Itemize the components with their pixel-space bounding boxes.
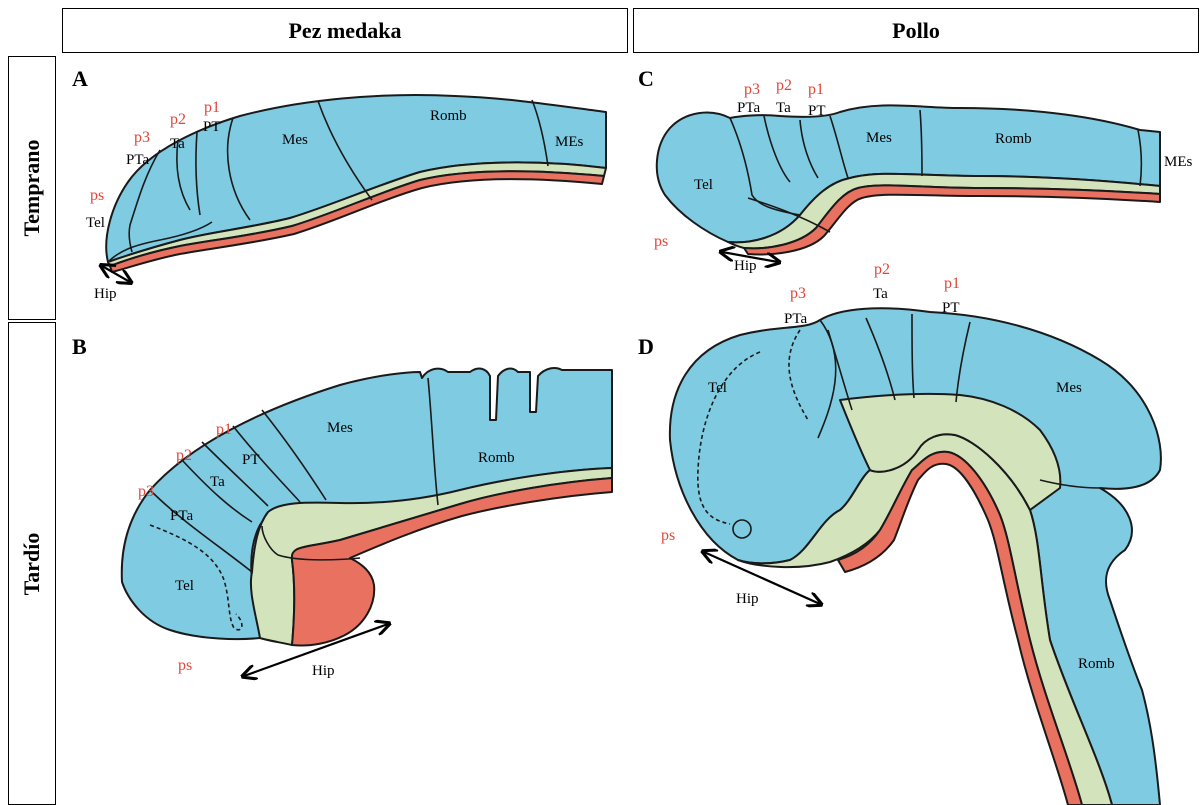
panel-a-label-pta: PTa <box>126 152 149 168</box>
panel-b-label-ta: Ta <box>210 474 225 490</box>
panel-c-label-hip: Hip <box>734 258 757 274</box>
panel-c-label-pt: PT <box>808 103 826 119</box>
panel-a-label-romb: Romb <box>430 108 467 124</box>
panel-a-label-hip: Hip <box>94 286 117 302</box>
panel-b-label-p3: p3 <box>138 483 154 500</box>
panel-a-label-ta: Ta <box>170 136 185 152</box>
panel-b-label-pta: PTa <box>170 508 193 524</box>
panel-b-label-pt: PT <box>242 452 260 468</box>
panel-b-label-mes: Mes <box>327 420 353 436</box>
panel-b-label-ps: ps <box>178 657 192 674</box>
panel-c-label-mes2: MEs <box>1164 154 1193 170</box>
panel-d-label-romb: Romb <box>1078 656 1115 672</box>
panel-c-label-pta: PTa <box>737 100 760 116</box>
panel-d-label-mes: Mes <box>1056 380 1082 396</box>
panel-c-label-p3: p3 <box>744 81 760 98</box>
panel-d-label-tel: Tel <box>708 380 727 396</box>
panel-d-label-pta: PTa <box>784 311 807 327</box>
panel-d-label-hip: Hip <box>736 591 759 607</box>
panel-d-label-p3: p3 <box>790 285 806 302</box>
panel-a-embryo: Mes Romb MEs Tel PTa Ta PT ps p3 p2 p1 H… <box>86 95 606 302</box>
panel-a-label-p2: p2 <box>170 111 186 128</box>
panel-d-label-p1: p1 <box>944 275 960 292</box>
panel-d-neural-tube <box>670 308 1161 805</box>
panel-a-label-mes: Mes <box>282 132 308 148</box>
panel-c-label-ps: ps <box>654 233 668 250</box>
panel-c-embryo: Mes Romb MEs Tel PTa Ta PT ps p3 p2 p1 H… <box>654 77 1193 274</box>
panel-d-label-ps: ps <box>661 527 675 544</box>
panel-c-label-tel: Tel <box>694 177 713 193</box>
panel-d-label-ta: Ta <box>873 286 888 302</box>
panel-b-label-p1: p1 <box>216 421 232 438</box>
panel-d-embryo: Mes Romb Tel PTa Ta PT ps p3 p2 p1 Hip <box>661 261 1161 805</box>
panel-b-label-hip: Hip <box>312 663 335 679</box>
panel-c-label-p1: p1 <box>808 81 824 98</box>
panel-b-embryo: Mes Romb Tel PTa Ta PT ps p3 p2 p1 Hip <box>122 368 612 679</box>
panel-b-label-tel: Tel <box>175 578 194 594</box>
panel-a-label-pt: PT <box>203 119 221 135</box>
panel-c-label-ta: Ta <box>776 100 791 116</box>
panel-b-label-p2: p2 <box>176 447 192 464</box>
panel-a-label-ps: ps <box>90 187 104 204</box>
panel-c-label-romb: Romb <box>995 131 1032 147</box>
panel-a-label-tel: Tel <box>86 215 105 231</box>
panel-d-label-pt: PT <box>942 300 960 316</box>
panel-c-label-p2: p2 <box>776 77 792 94</box>
panel-a-label-p1: p1 <box>204 99 220 116</box>
panel-b-label-romb: Romb <box>478 450 515 466</box>
panel-d-label-p2: p2 <box>874 261 890 278</box>
panel-a-label-p3: p3 <box>134 129 150 146</box>
panel-a-label-mes2: MEs <box>555 134 584 150</box>
panel-c-label-mes: Mes <box>866 130 892 146</box>
